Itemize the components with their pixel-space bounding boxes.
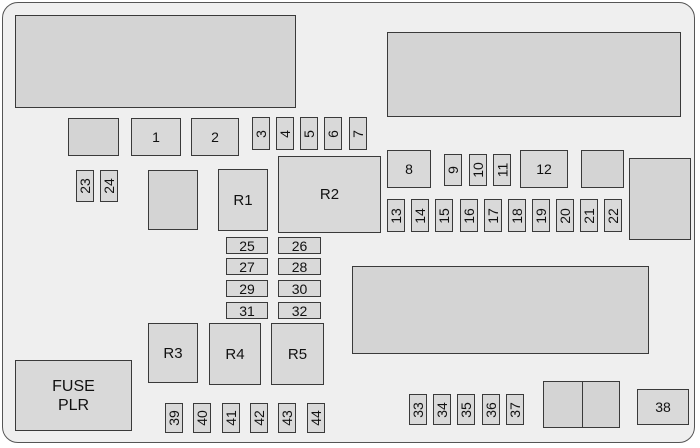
fuse-27: 27 (226, 258, 268, 275)
fuse-40: 40 (193, 403, 211, 433)
fuse-puller: FUSE PLR (15, 360, 132, 431)
relay-r4: R4 (209, 323, 261, 385)
relay-r2: R2 (278, 156, 381, 233)
fuse-13: 13 (387, 199, 405, 232)
fuse-22: 22 (604, 199, 622, 232)
fuse-10: 10 (469, 154, 487, 186)
fuse-32: 32 (278, 302, 321, 319)
fuse-26: 26 (278, 237, 321, 254)
blank-slot (68, 118, 119, 156)
relay-r3: R3 (148, 323, 198, 383)
fuse-28: 28 (278, 258, 321, 275)
fuse-4: 4 (276, 117, 294, 150)
fuse-24: 24 (100, 170, 118, 202)
fuse-2: 2 (191, 118, 239, 156)
fuse-33: 33 (409, 394, 427, 425)
fuse-14: 14 (411, 199, 429, 232)
fuse-1: 1 (131, 118, 181, 156)
fuse-42: 42 (250, 403, 268, 433)
fuse-30: 30 (278, 280, 321, 297)
fuse-21: 21 (580, 199, 598, 232)
relay-r1: R1 (218, 169, 268, 231)
fuse-7: 7 (349, 117, 367, 150)
fuse-29: 29 (226, 280, 268, 297)
fuse-44: 44 (307, 403, 325, 433)
blank-slot (543, 381, 583, 428)
fuse-19: 19 (532, 199, 550, 232)
blank-block-top-right (387, 32, 681, 117)
fuse-43: 43 (278, 403, 296, 433)
fuse-31: 31 (226, 302, 268, 319)
fuse-16: 16 (460, 199, 478, 232)
fuse-8: 8 (387, 150, 431, 188)
fuse-38: 38 (637, 389, 689, 425)
fuse-25: 25 (226, 237, 268, 254)
fuse-18: 18 (508, 199, 526, 232)
fuse-36: 36 (482, 394, 500, 425)
fuse-39: 39 (165, 403, 183, 433)
fuse-34: 34 (433, 394, 451, 425)
fuse-5: 5 (300, 117, 318, 150)
fuse-12: 12 (520, 150, 568, 188)
fuse-35: 35 (457, 394, 475, 425)
blank-slot (629, 158, 691, 240)
fuse-puller-label-line1: FUSE (52, 377, 95, 395)
fuse-6: 6 (324, 117, 342, 150)
blank-block-middle-right (352, 266, 649, 354)
blank-slot (582, 381, 620, 428)
fuse-41: 41 (222, 403, 240, 433)
fuse-17: 17 (484, 199, 502, 232)
fuse-15: 15 (435, 199, 453, 232)
fuse-11: 11 (493, 154, 511, 186)
fuse-3: 3 (252, 117, 270, 150)
fuse-37: 37 (506, 394, 524, 425)
blank-slot (581, 150, 624, 188)
fuse-puller-label-line2: PLR (57, 396, 90, 414)
relay-r5: R5 (271, 323, 324, 385)
fuse-20: 20 (556, 199, 574, 232)
blank-block-top-left (15, 15, 296, 108)
blank-slot (148, 170, 198, 230)
fuse-23: 23 (76, 170, 94, 202)
fuse-9: 9 (444, 154, 462, 186)
